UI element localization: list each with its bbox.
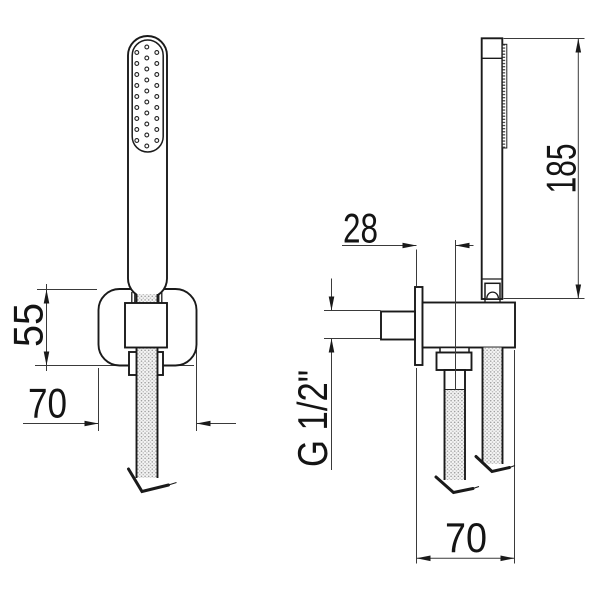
wall-plate-side	[414, 286, 424, 366]
hose-break-arrow	[127, 467, 170, 494]
arrowhead-right	[500, 555, 515, 562]
arrowhead-up	[43, 289, 50, 304]
handle-inlet-connector	[484, 282, 501, 300]
arrowhead-up	[575, 38, 582, 53]
dimension-thread: G 1/2"	[289, 278, 381, 470]
hand-shower-front	[127, 35, 168, 299]
side-view: 185 28 G 1/2" 70	[289, 37, 585, 564]
spray-face-edge	[501, 43, 508, 149]
dim-text-28: 28	[343, 205, 378, 252]
spray-nozzles	[134, 44, 160, 149]
hand-shower-side	[480, 37, 508, 303]
dimension-185: 185	[503, 38, 585, 299]
arrowhead-up	[328, 338, 335, 353]
arrowhead-left	[455, 242, 470, 249]
spray-face	[131, 39, 164, 153]
dim-text-thread: G 1/2"	[289, 370, 336, 467]
front-view: 55 70	[5, 35, 236, 494]
dimension-70-front: 70	[23, 350, 236, 431]
dimension-55: 55	[5, 284, 194, 371]
bracket-body-side	[421, 301, 516, 349]
handle-neck-front	[131, 292, 163, 303]
hose-break-arrow	[434, 475, 475, 495]
arrowhead-down	[43, 351, 50, 366]
outlet-hose-side	[434, 390, 480, 495]
dim-text-185: 185	[538, 144, 585, 194]
outlet-nut	[435, 351, 473, 371]
arrowhead-down	[575, 284, 582, 299]
inlet-spigot	[380, 310, 416, 341]
dim-text-70-front: 70	[28, 380, 67, 427]
holder-clamp-front	[124, 302, 168, 349]
arrowhead-down	[328, 296, 335, 311]
handle-body-side	[480, 37, 504, 300]
arrowhead-left	[416, 555, 431, 562]
dim-text-70-side: 70	[445, 514, 487, 561]
dim-text-55: 55	[5, 303, 52, 347]
dimension-70-side: 70	[416, 350, 515, 564]
arrowhead-right	[84, 420, 99, 427]
hose-break-arrow	[474, 455, 511, 474]
arrowhead-right	[402, 242, 417, 249]
handle-hose-side	[474, 347, 516, 474]
arrowhead-left	[196, 420, 211, 427]
dimension-28: 28	[342, 205, 474, 286]
outlet-tube	[443, 369, 466, 391]
connector-dome	[486, 291, 500, 299]
